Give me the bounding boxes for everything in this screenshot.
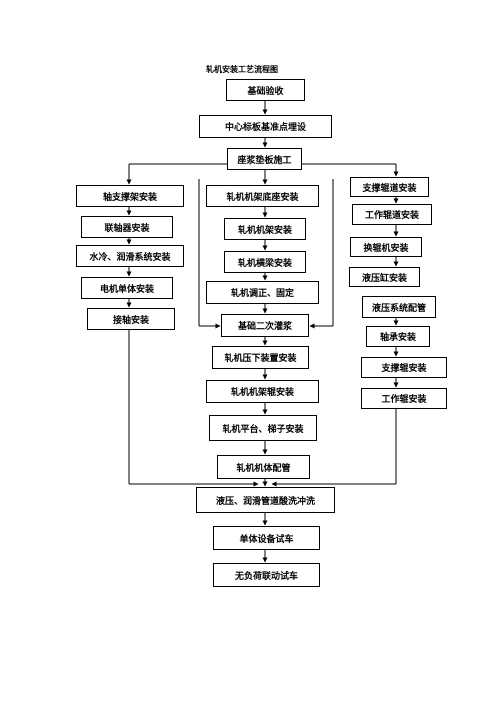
step-foundation-acceptance: 基础验收 xyxy=(226,79,305,101)
step-frame-base: 轧机机架底座安装 xyxy=(206,185,319,207)
left-motor: 电机单体安装 xyxy=(81,277,173,299)
right-backup-roller-table: 支撑辊道安装 xyxy=(350,177,429,197)
step-pickling-flushing: 液压、润滑管道酸洗冲洗 xyxy=(196,487,335,513)
step-piping: 轧机机体配管 xyxy=(217,455,310,479)
right-backup-roll: 支撑辊安装 xyxy=(361,357,447,378)
step-no-load-test: 无负荷联动试车 xyxy=(213,563,320,587)
left-spindle: 接轴安装 xyxy=(87,308,175,330)
step-crossbeam: 轧机横梁安装 xyxy=(224,251,306,273)
right-work-roll: 工作辊安装 xyxy=(361,388,447,409)
right-hydraulic-cylinder: 液压缸安装 xyxy=(349,267,420,287)
step-frame-rolls: 轧机机架辊安装 xyxy=(206,380,319,403)
diagram-title: 轧机安装工艺流程图 xyxy=(206,65,278,74)
step-grout-shim: 座浆垫板施工 xyxy=(227,148,302,170)
step-secondary-grouting: 基础二次灌浆 xyxy=(221,314,309,337)
step-platform-ladder: 轧机平台、梯子安装 xyxy=(209,415,317,441)
step-single-test: 单体设备试车 xyxy=(213,526,320,550)
left-coupling: 联轴器安装 xyxy=(81,216,173,238)
step-alignment: 轧机调正、固定 xyxy=(206,281,319,304)
right-hydraulic-piping: 液压系统配管 xyxy=(362,296,436,318)
right-work-roller-table: 工作辊道安装 xyxy=(352,204,432,225)
step-frame: 轧机机架安装 xyxy=(224,218,306,240)
left-shaft-support: 轴支撑架安装 xyxy=(76,185,184,207)
left-cooling-lubrication: 水冷、润滑系统安装 xyxy=(76,245,184,267)
step-screwdown: 轧机压下装置安装 xyxy=(212,346,309,369)
step-center-benchmark: 中心标板基准点埋设 xyxy=(199,115,332,138)
right-roll-changer: 换辊机安装 xyxy=(350,237,422,257)
right-bearing: 轴承安装 xyxy=(366,326,430,347)
